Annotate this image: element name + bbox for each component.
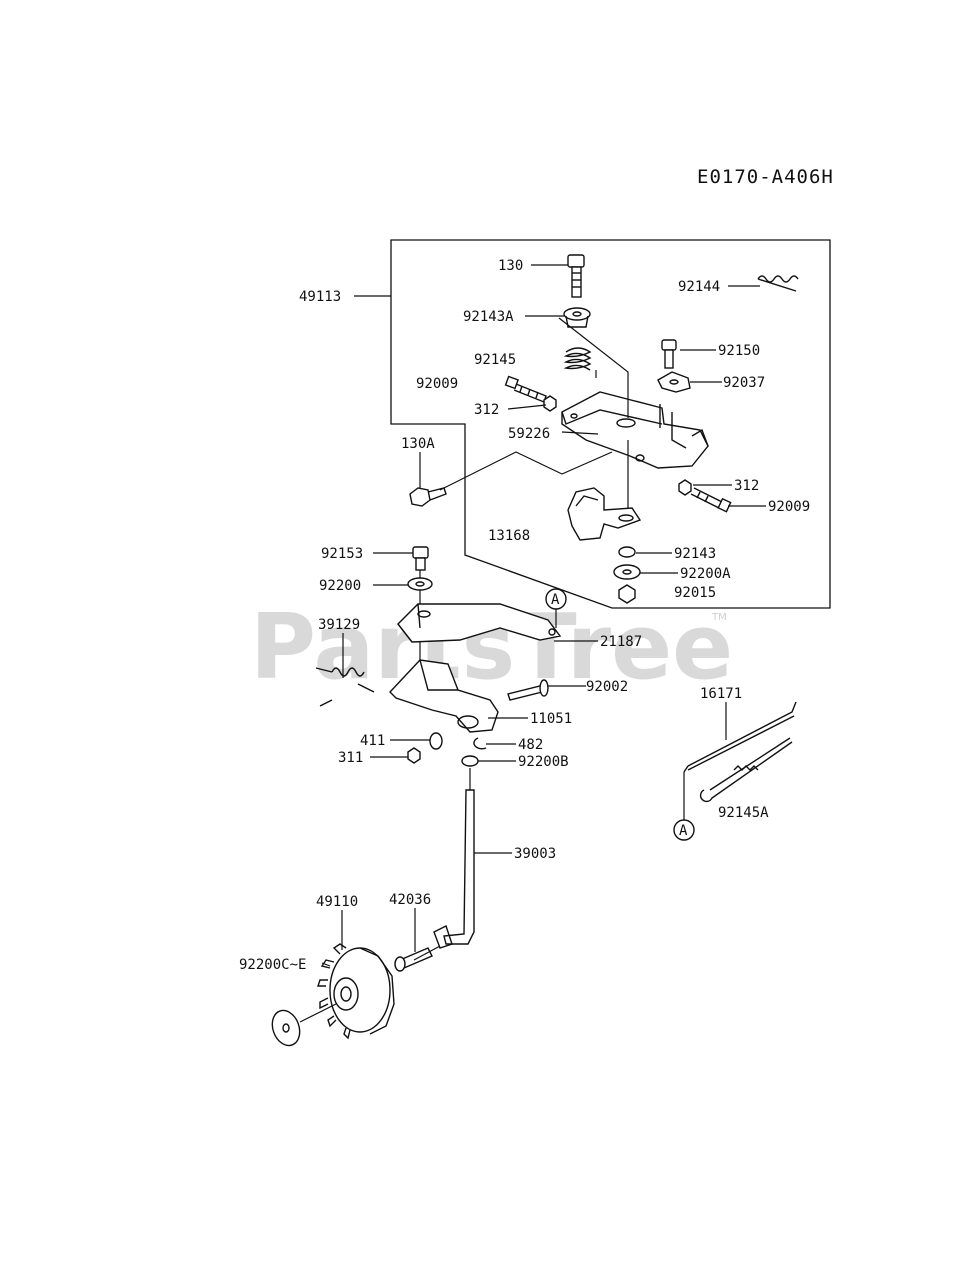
axis-lines-box: [439, 317, 629, 508]
label-482: 482: [518, 737, 543, 753]
bolt-130[interactable]: [567, 254, 585, 298]
washer-92143A[interactable]: [563, 307, 591, 328]
bolt-92009-lower[interactable]: [690, 487, 732, 513]
label-130: 130: [498, 258, 523, 274]
reference-marker-a-lower: A: [673, 819, 695, 841]
leader-lines: [321, 264, 766, 967]
reference-marker-a-upper: A: [545, 588, 567, 610]
svg-text:A: A: [551, 592, 560, 608]
bracket-59226[interactable]: [561, 391, 709, 469]
label-39129: 39129: [318, 617, 360, 633]
washer-92200A[interactable]: [613, 564, 641, 580]
nut-312-upper[interactable]: [543, 395, 557, 412]
label-92009-upper: 92009: [416, 376, 458, 392]
label-311: 311: [338, 750, 363, 766]
bolt-92009-upper[interactable]: [504, 375, 547, 403]
nut-92015[interactable]: [618, 584, 636, 604]
label-42036: 42036: [389, 892, 431, 908]
label-11051: 11051: [530, 711, 572, 727]
label-49110: 49110: [316, 894, 358, 910]
label-92200a: 92200A: [680, 566, 731, 582]
washer-411[interactable]: [429, 732, 443, 750]
clip-482[interactable]: [473, 737, 487, 750]
label-92002: 92002: [586, 679, 628, 695]
spring-39129[interactable]: [315, 667, 375, 707]
bolt-92150[interactable]: [661, 339, 677, 369]
washer-92200[interactable]: [407, 577, 433, 591]
nut-312-lower[interactable]: [678, 479, 692, 496]
spring-92145A[interactable]: [699, 737, 793, 803]
label-92015: 92015: [674, 585, 716, 601]
bolt-92153[interactable]: [412, 546, 429, 571]
label-312-lower: 312: [734, 478, 759, 494]
label-13168: 13168: [488, 528, 530, 544]
washer-92143[interactable]: [618, 546, 636, 558]
rod-16171[interactable]: [683, 701, 797, 773]
label-16171: 16171: [700, 686, 742, 702]
bolt-130A[interactable]: [409, 487, 447, 507]
spring-92144[interactable]: [757, 275, 799, 292]
label-92200c-e: 92200C~E: [239, 957, 306, 973]
label-92153: 92153: [321, 546, 363, 562]
washer-92200B[interactable]: [461, 755, 479, 767]
lever-11051[interactable]: [389, 659, 499, 733]
label-130a: 130A: [401, 436, 435, 452]
assembly-box-49113: [390, 239, 831, 609]
label-92143: 92143: [674, 546, 716, 562]
lever-21187[interactable]: [397, 603, 562, 643]
label-59226: 59226: [508, 426, 550, 442]
diagram-code: E0170-A406H: [697, 166, 834, 188]
label-92143a: 92143A: [463, 309, 514, 325]
label-92037: 92037: [723, 375, 765, 391]
label-92145a: 92145A: [718, 805, 769, 821]
label-92145: 92145: [474, 352, 516, 368]
axis-lines-outside: [299, 570, 471, 1023]
washer-92200C-E[interactable]: [268, 1007, 305, 1050]
svg-text:A: A: [679, 823, 688, 839]
label-21187: 21187: [600, 634, 642, 650]
pin-42036[interactable]: [394, 947, 433, 972]
nut-311[interactable]: [407, 747, 421, 764]
label-92200b: 92200B: [518, 754, 569, 770]
bolt-92002[interactable]: [507, 679, 549, 701]
label-92009-lower: 92009: [768, 499, 810, 515]
label-92150: 92150: [718, 343, 760, 359]
label-312-upper: 312: [474, 402, 499, 418]
bracket-13168[interactable]: [567, 487, 642, 541]
spring-92145[interactable]: [563, 347, 592, 371]
label-411: 411: [360, 733, 385, 749]
clamp-92037[interactable]: [657, 371, 691, 393]
shaft-39003[interactable]: [433, 789, 475, 949]
label-92200: 92200: [319, 578, 361, 594]
watermark-trademark: TM: [711, 612, 727, 623]
label-49113: 49113: [299, 289, 341, 305]
gear-49110[interactable]: [317, 943, 395, 1040]
label-39003: 39003: [514, 846, 556, 862]
label-92144: 92144: [678, 279, 720, 295]
